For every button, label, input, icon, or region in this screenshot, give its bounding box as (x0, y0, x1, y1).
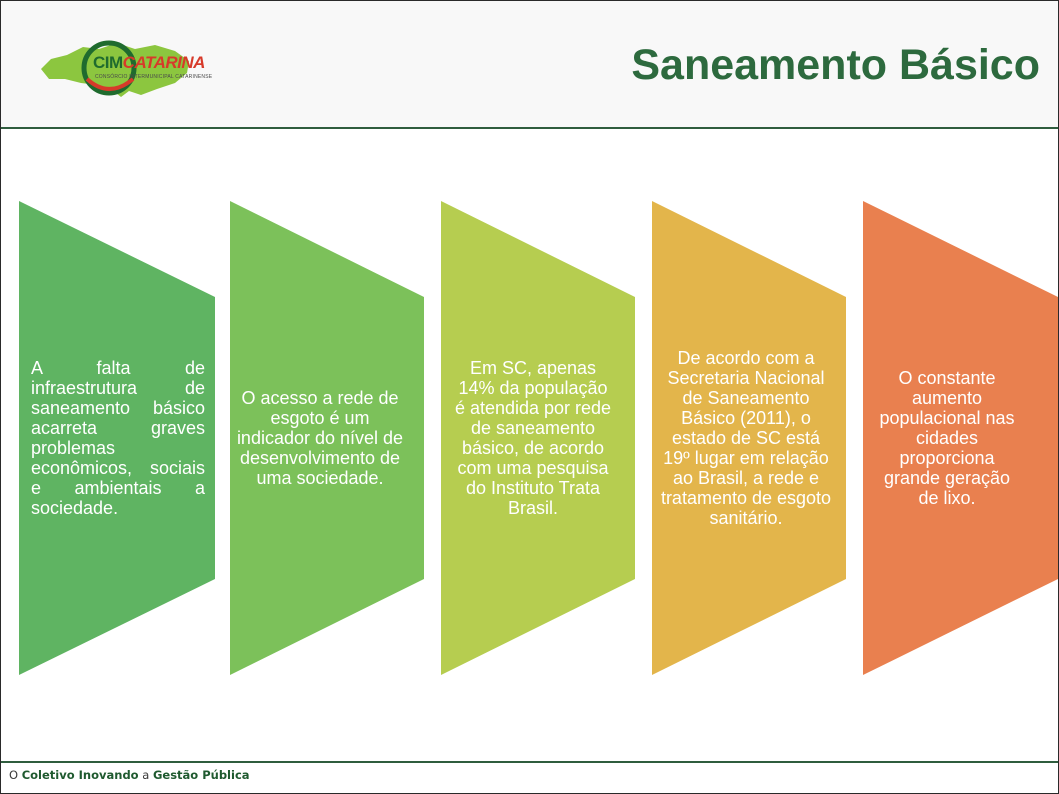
chevron-shape (652, 201, 846, 675)
chevron-step-3: Em SC, apenas 14% da população é atendid… (441, 201, 635, 675)
chevron-step-2-text: O acesso a rede de esgoto é um indicador… (236, 388, 404, 488)
logo-subtitle: CONSÓRCIO INTERMUNICIPAL CATARINENSE (95, 74, 213, 80)
slide-header: CIMCATARINA CONSÓRCIO INTERMUNICIPAL CAT… (1, 1, 1058, 129)
chevron-step-5: O constante aumento populacional nas cid… (863, 201, 1058, 675)
footer-gestao: Gestão Pública (152, 768, 250, 782)
chevron-step-4: De acordo com a Secretaria Nacional de S… (652, 201, 846, 675)
santa-catarina-map-icon (41, 40, 189, 97)
chevron-step-5-text: O constante aumento populacional nas cid… (879, 368, 1015, 508)
cimcatarina-logo: CIMCATARINA CONSÓRCIO INTERMUNICIPAL CAT… (37, 39, 237, 97)
logo-wordmark: CIMCATARINA (93, 53, 205, 73)
chevron-step-3-text-wrap: Em SC, apenas 14% da população é atendid… (453, 201, 613, 675)
chevron-step-1-text-wrap: A falta de infraestrutura de saneamento … (31, 201, 205, 675)
logo-catarina: CATARINA (122, 53, 206, 72)
slide-title: Saneamento Básico (631, 41, 1040, 89)
footer-tagline: O Coletivo Inovando a Gestão Pública (9, 768, 250, 782)
footer-a: a (142, 768, 150, 782)
chevron-step-1: A falta de infraestrutura de saneamento … (19, 201, 215, 675)
chevron-shape (230, 201, 424, 675)
footer-divider (1, 761, 1058, 763)
logo-cim: CIM (93, 53, 123, 72)
footer-o: O (9, 768, 19, 782)
footer-coletivo: Coletivo Inovando (21, 768, 139, 782)
chevron-step-3-text: Em SC, apenas 14% da população é atendid… (454, 358, 612, 518)
chevron-shape (863, 201, 1058, 675)
chevron-shape (19, 201, 215, 675)
chevron-step-2: O acesso a rede de esgoto é um indicador… (230, 201, 424, 675)
chevron-step-2-text-wrap: O acesso a rede de esgoto é um indicador… (236, 201, 404, 675)
chevron-step-4-text: De acordo com a Secretaria Nacional de S… (660, 348, 832, 528)
chevron-shape (441, 201, 635, 675)
chevron-step-5-text-wrap: O constante aumento populacional nas cid… (877, 201, 1017, 675)
chevron-step-1-text: A falta de infraestrutura de saneamento … (31, 358, 205, 518)
chevron-step-4-text-wrap: De acordo com a Secretaria Nacional de S… (660, 201, 832, 675)
